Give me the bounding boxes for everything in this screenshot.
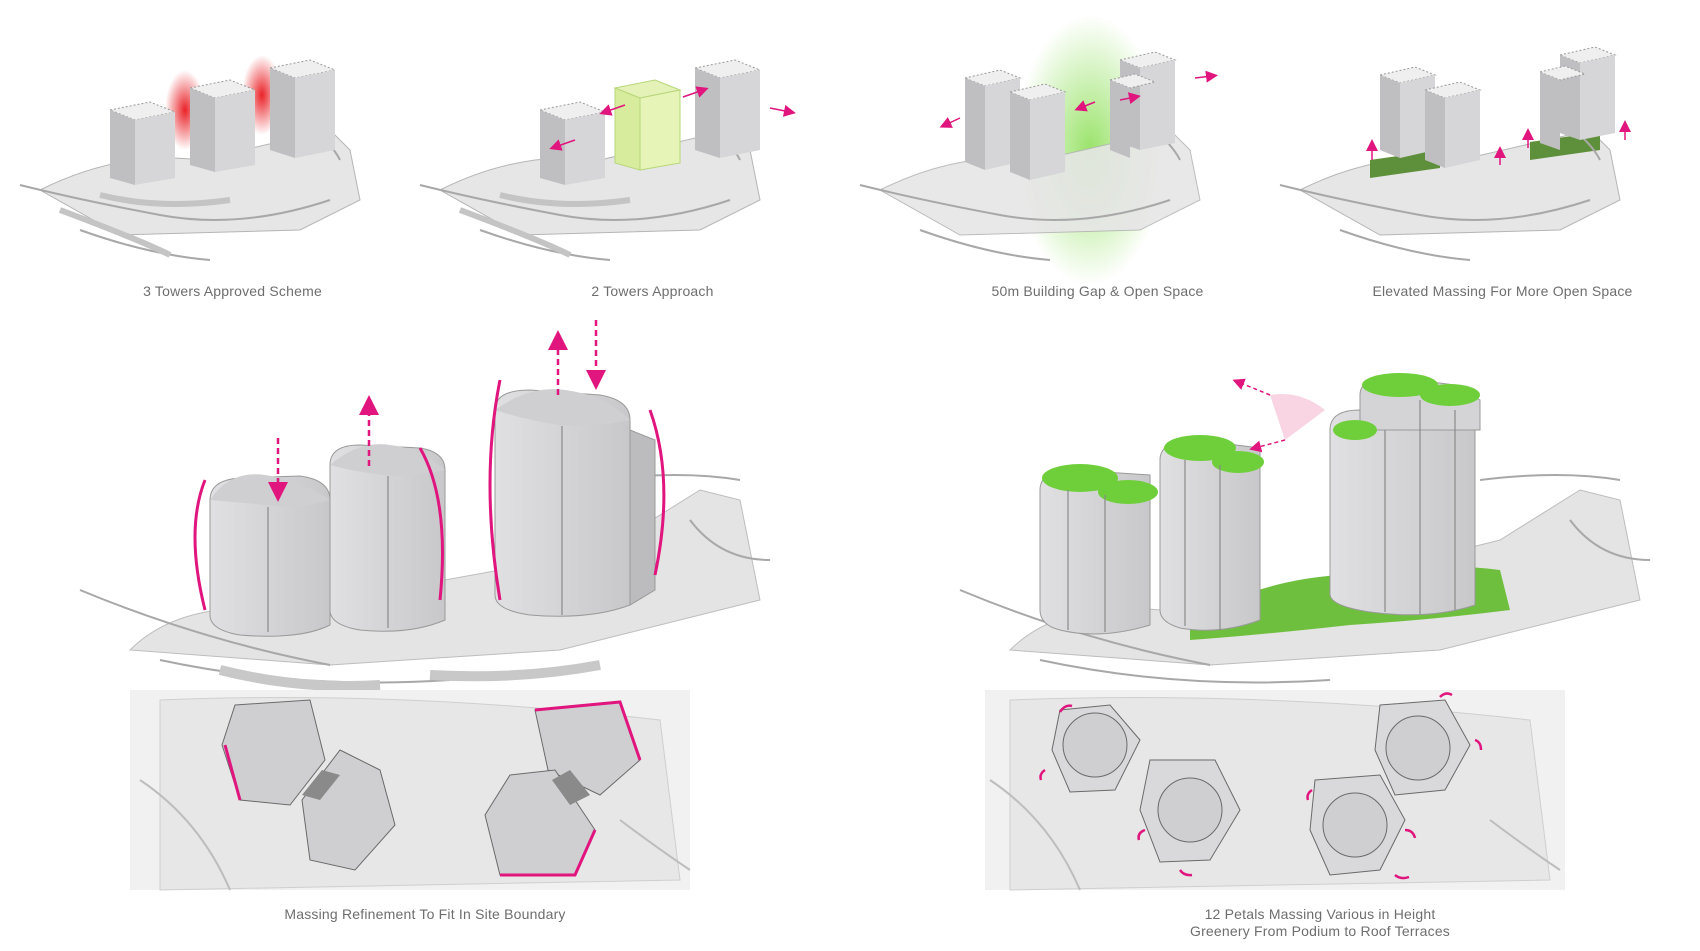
road-network xyxy=(79,474,771,684)
petal-edge-mark xyxy=(1039,692,1483,880)
caption-petal-massing: 12 Petals Massing Various in Height Gree… xyxy=(1080,906,1560,940)
petal-footprint xyxy=(1051,704,1141,793)
tower-block-paired xyxy=(1378,66,1482,168)
tower-block xyxy=(693,59,762,158)
edge-arc xyxy=(648,409,666,576)
move-arrow xyxy=(939,117,961,128)
road-ramp xyxy=(458,192,631,258)
view-arrow xyxy=(1249,439,1286,453)
boundary-edge xyxy=(534,700,642,761)
tower-refined xyxy=(329,444,446,632)
road-ramp xyxy=(58,192,231,258)
move-arrow xyxy=(1119,92,1141,105)
petal-footprint xyxy=(1139,759,1241,863)
edge-arc xyxy=(418,447,444,601)
tower-block xyxy=(538,101,607,185)
petal-footprint xyxy=(1374,699,1471,796)
road-ramp xyxy=(218,660,601,691)
panel-3-towers xyxy=(19,55,361,261)
tower-refined xyxy=(209,474,331,637)
caption-line: Greenery From Podium to Roof Terraces xyxy=(1189,923,1450,939)
tower-block xyxy=(188,79,257,172)
plan-view-refinement xyxy=(130,690,691,891)
move-arrow xyxy=(769,104,796,117)
tower-block-paired xyxy=(963,69,1067,180)
move-arrow xyxy=(599,104,626,116)
caption-building-gap: 50m Building Gap & Open Space xyxy=(991,283,1204,299)
plan-view-petals xyxy=(985,690,1565,891)
view-angle-wedge xyxy=(1270,394,1325,440)
panel-petal-massing xyxy=(959,373,1651,684)
petal-tower xyxy=(1159,435,1264,631)
caption-3-towers: 3 Towers Approved Scheme xyxy=(143,283,322,299)
tower-block-paired xyxy=(1108,51,1177,158)
caption-elevated-massing: Elevated Massing For More Open Space xyxy=(1372,283,1633,299)
boundary-edge xyxy=(500,829,597,877)
move-arrow xyxy=(549,139,576,151)
removed-tower-ghost xyxy=(613,79,682,171)
tower-block xyxy=(108,101,177,185)
petal-tower xyxy=(1039,464,1158,635)
panel-massing-refinement xyxy=(79,320,771,691)
view-arrow xyxy=(1232,378,1271,396)
edge-arc xyxy=(193,479,207,611)
petal-footprint xyxy=(1309,774,1406,876)
tower-footprint xyxy=(221,699,326,806)
edge-arc xyxy=(488,379,502,601)
caption-line: 12 Petals Massing Various in Height xyxy=(1204,906,1436,922)
panel-elevated-massing xyxy=(1279,46,1631,261)
panel-building-gap xyxy=(859,15,1218,285)
boundary-edge xyxy=(223,744,242,801)
move-arrow xyxy=(1194,70,1218,83)
panel-2-towers xyxy=(419,59,796,261)
tower-block-paired xyxy=(1538,46,1617,150)
tower-refined xyxy=(494,389,656,617)
move-arrow xyxy=(682,86,709,98)
tower-block xyxy=(268,59,337,158)
petal-tower xyxy=(1329,373,1481,616)
move-arrow xyxy=(1074,100,1096,112)
caption-massing-refinement: Massing Refinement To Fit In Site Bounda… xyxy=(284,906,566,922)
caption-2-towers: 2 Towers Approach xyxy=(591,283,714,299)
